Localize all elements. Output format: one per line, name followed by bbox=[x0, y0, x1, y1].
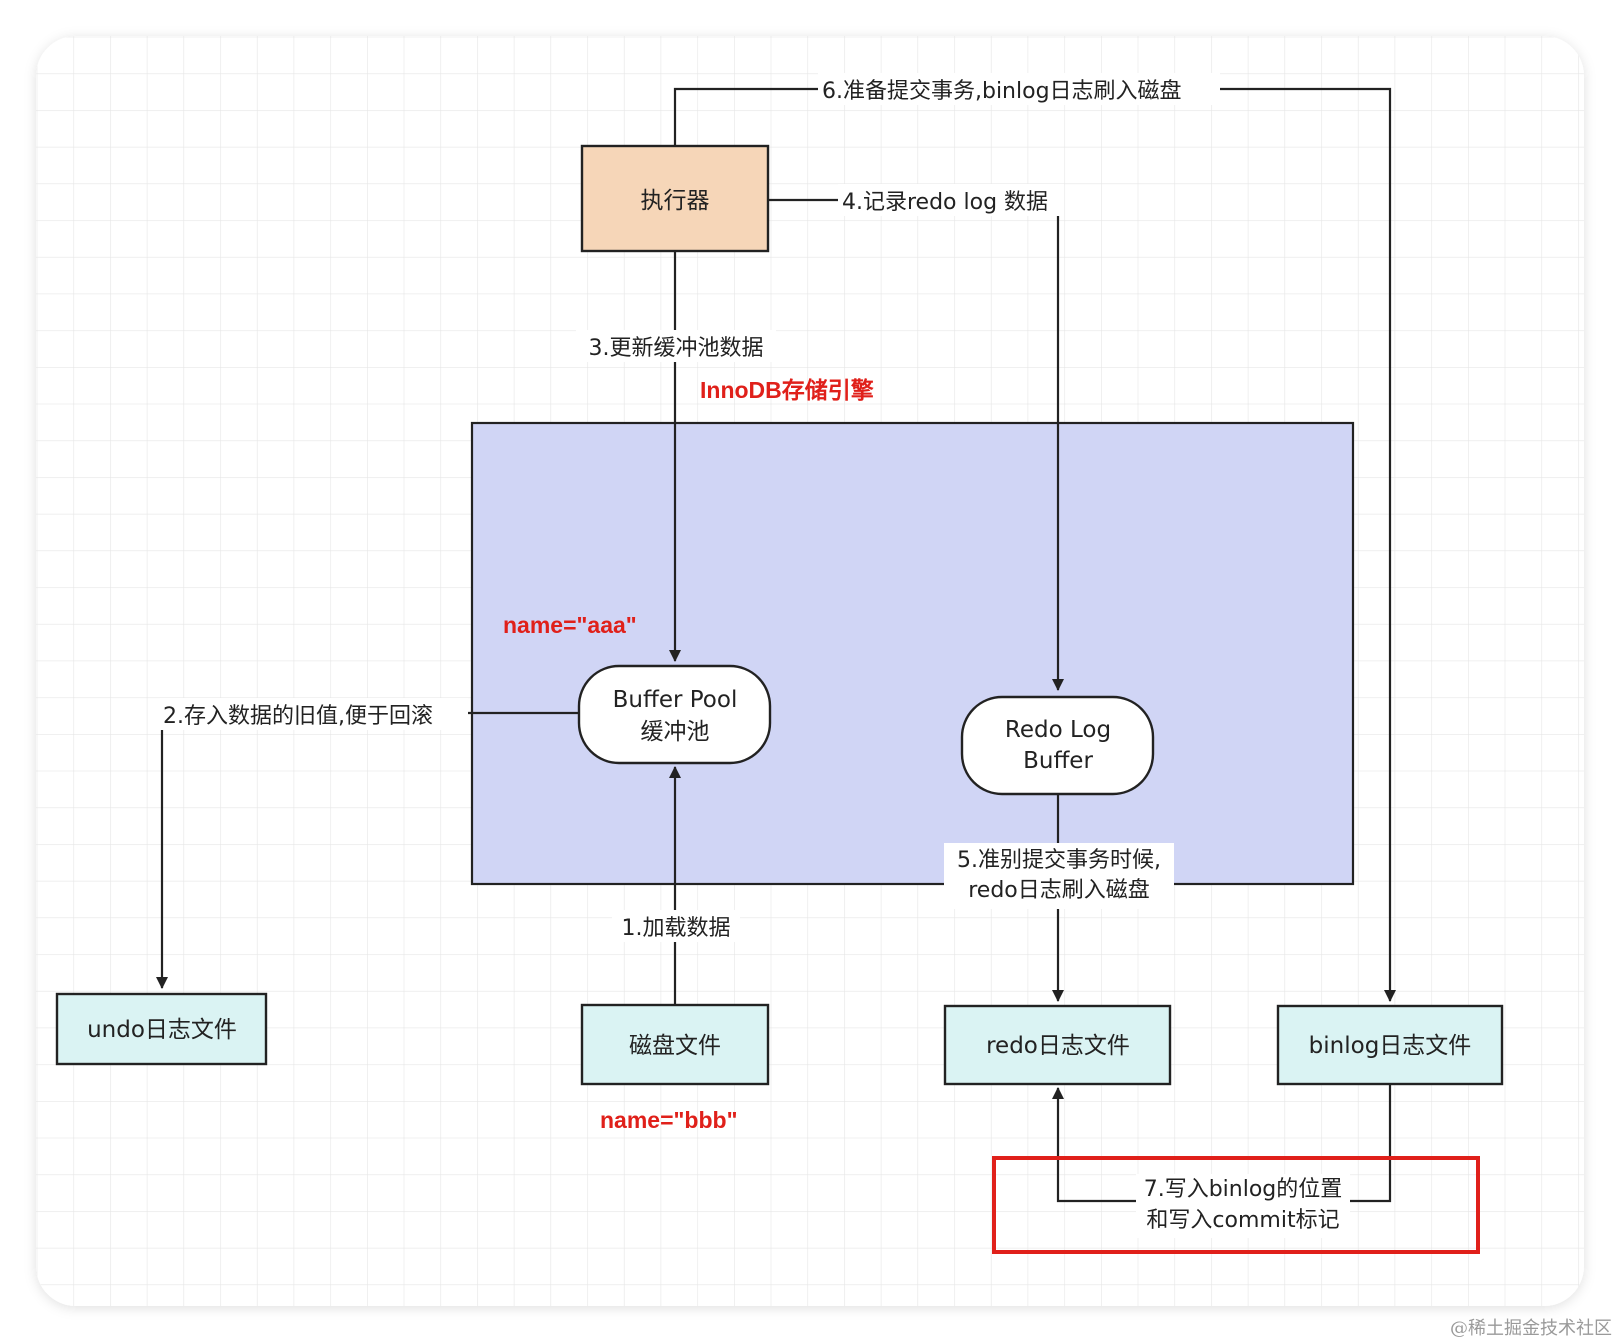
svg-text:和写入commit标记: 和写入commit标记 bbox=[1146, 1208, 1339, 1233]
innodb-container bbox=[470, 421, 1355, 886]
binlog-file-node: binlog日志文件 bbox=[1276, 1004, 1504, 1086]
svg-text:4.记录redo log 数据: 4.记录redo log 数据 bbox=[842, 190, 1048, 215]
disk-file-node: 磁盘文件 bbox=[580, 1003, 770, 1086]
svg-text:6.准备提交事务,binlog日志刷入磁盘: 6.准备提交事务,binlog日志刷入磁盘 bbox=[822, 79, 1182, 104]
undo-file-node: undo日志文件 bbox=[55, 992, 268, 1066]
buffer-value-note: name="aaa" bbox=[503, 612, 637, 638]
label-step6: 6.准备提交事务,binlog日志刷入磁盘 bbox=[818, 73, 1220, 105]
disk-value-note: name="bbb" bbox=[600, 1107, 737, 1133]
redo-file-node: redo日志文件 bbox=[943, 1004, 1172, 1086]
redo-file-label: redo日志文件 bbox=[986, 1033, 1130, 1059]
buffer-pool-node: Buffer Pool 缓冲池 bbox=[577, 664, 772, 765]
label-step5: 5.准别提交事务时候, redo日志刷入磁盘 bbox=[944, 843, 1174, 909]
binlog-file-label: binlog日志文件 bbox=[1309, 1033, 1472, 1059]
label-step3: 3.更新缓冲池数据 bbox=[576, 330, 776, 362]
svg-text:7.写入binlog的位置: 7.写入binlog的位置 bbox=[1144, 1177, 1343, 1202]
label-step1: 1.加载数据 bbox=[612, 910, 740, 942]
label-step2: 2.存入数据的旧值,便于回滚 bbox=[160, 698, 468, 730]
svg-text:2.存入数据的旧值,便于回滚: 2.存入数据的旧值,便于回滚 bbox=[163, 704, 433, 729]
step7-highlight-box bbox=[992, 1156, 1480, 1254]
label-step4: 4.记录redo log 数据 bbox=[838, 184, 1064, 216]
disk-file-label: 磁盘文件 bbox=[629, 1033, 721, 1059]
redo-log-buffer-label-1: Redo Log bbox=[1005, 717, 1111, 743]
svg-text:redo日志刷入磁盘: redo日志刷入磁盘 bbox=[968, 878, 1150, 903]
executor-label: 执行器 bbox=[641, 188, 710, 214]
label-step7: 7.写入binlog的位置 和写入commit标记 bbox=[1136, 1174, 1350, 1238]
watermark: @稀土掘金技术社区 bbox=[1450, 1318, 1612, 1339]
redo-log-buffer-label-2: Buffer bbox=[1023, 748, 1093, 774]
svg-text:5.准别提交事务时候,: 5.准别提交事务时候, bbox=[957, 848, 1161, 873]
buffer-pool-label-1: Buffer Pool bbox=[613, 687, 738, 713]
innodb-title: InnoDB存储引擎 bbox=[700, 377, 874, 403]
undo-file-label: undo日志文件 bbox=[87, 1017, 237, 1043]
svg-text:1.加载数据: 1.加载数据 bbox=[622, 916, 731, 941]
buffer-pool-label-2: 缓冲池 bbox=[641, 719, 710, 745]
redo-log-buffer-node: Redo Log Buffer bbox=[960, 695, 1155, 796]
executor-node: 执行器 bbox=[580, 144, 770, 253]
svg-text:3.更新缓冲池数据: 3.更新缓冲池数据 bbox=[589, 336, 764, 361]
